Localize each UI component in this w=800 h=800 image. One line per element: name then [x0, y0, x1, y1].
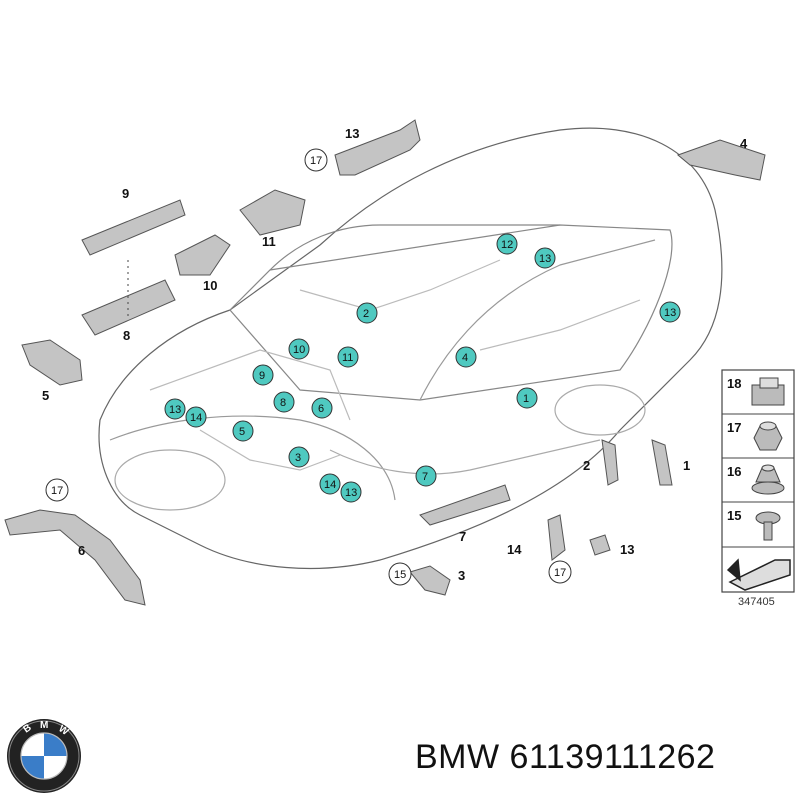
callout-14a: 14: [185, 406, 207, 428]
label-13-top: 13: [345, 126, 359, 141]
svg-text:6: 6: [318, 403, 324, 415]
outside-callouts: 13 17 4 9 11 10 8 5 17 6 2 1 7 14 17 13 …: [42, 126, 748, 586]
svg-text:14: 14: [324, 479, 336, 491]
legend-item-18: 18: [727, 376, 785, 406]
callout-13b: 13: [659, 301, 681, 323]
callout-2: 2: [356, 302, 378, 324]
part-7: [419, 484, 511, 526]
svg-text:14: 14: [190, 412, 202, 424]
label-17-bottom: 17: [554, 567, 566, 579]
svg-text:13: 13: [169, 404, 181, 416]
svg-text:3: 3: [295, 452, 301, 464]
label-14-bottom: 14: [507, 542, 522, 557]
label-7: 7: [459, 529, 466, 544]
svg-text:16: 16: [727, 464, 741, 479]
callout-1: 1: [516, 387, 538, 409]
label-10: 10: [203, 278, 217, 293]
label-5: 5: [42, 388, 49, 403]
callout-13d: 13: [340, 481, 362, 503]
callout-12: 12: [496, 233, 518, 255]
label-15-bottom: 15: [394, 569, 406, 581]
svg-text:7: 7: [422, 471, 428, 483]
bmw-logo: B M W: [7, 719, 81, 793]
part-3: [409, 565, 451, 596]
callout-9: 9: [252, 364, 274, 386]
part-10: [174, 234, 231, 276]
callout-5: 5: [232, 420, 254, 442]
label-6: 6: [78, 543, 85, 558]
label-17-top: 17: [310, 155, 322, 167]
car-callouts: 12 13 13 2 10 11 4 9 8 6 13 14 5 1 3 7 1…: [164, 233, 681, 503]
part-5: [21, 339, 83, 386]
hex-nut-icon: [753, 421, 783, 451]
label-2-right: 2: [583, 458, 590, 473]
part-8: [81, 279, 176, 336]
callout-6: 6: [311, 397, 333, 419]
clip-nut-icon: [751, 377, 785, 406]
circle-17-left: [45, 478, 69, 502]
part-caption: BMW 61139111262: [415, 738, 716, 776]
callout-3: 3: [288, 446, 310, 468]
label-13-bottom: 13: [620, 542, 634, 557]
label-1-right: 1: [683, 458, 690, 473]
svg-text:15: 15: [727, 508, 741, 523]
svg-text:13: 13: [539, 253, 551, 265]
svg-text:18: 18: [727, 376, 741, 391]
svg-text:12: 12: [501, 239, 513, 251]
svg-text:4: 4: [462, 352, 468, 364]
part-13-bottom: [589, 534, 611, 556]
svg-text:17: 17: [727, 420, 741, 435]
loose-parts: [4, 119, 766, 606]
callout-13a: 13: [534, 247, 556, 269]
part-14: [547, 514, 566, 561]
callout-7: 7: [415, 465, 437, 487]
callout-11: 11: [337, 346, 359, 368]
svg-text:1: 1: [523, 393, 529, 405]
circle-17-top: [304, 148, 328, 172]
label-11: 11: [262, 234, 276, 249]
callout-13c: 13: [164, 398, 186, 420]
svg-text:13: 13: [664, 307, 676, 319]
label-8: 8: [123, 328, 130, 343]
svg-text:9: 9: [259, 370, 265, 382]
arrow-icon: [726, 558, 791, 591]
part-2: [601, 439, 619, 486]
legend-item-17: 17: [727, 420, 783, 451]
circle-17-bottom: [548, 560, 572, 584]
svg-text:11: 11: [342, 352, 353, 364]
callout-10: 10: [288, 338, 310, 360]
callout-8: 8: [273, 391, 295, 413]
part-4-top: [677, 139, 766, 181]
svg-text:13: 13: [345, 487, 357, 499]
label-4-right: 4: [740, 136, 748, 151]
screw-icon: [755, 511, 781, 541]
label-3-bottom: 3: [458, 568, 465, 583]
legend-item-15: 15: [727, 508, 781, 541]
part-13-top: [334, 119, 421, 176]
hex-nut-flanged-icon: [751, 464, 785, 495]
callout-14b: 14: [319, 473, 341, 495]
label-17-left: 17: [51, 485, 63, 497]
svg-text:5: 5: [239, 426, 245, 438]
circle-15-bottom: [388, 562, 412, 586]
legend: 18 17 16 15 347405: [721, 369, 795, 608]
label-9: 9: [122, 186, 129, 201]
part-9: [81, 199, 186, 256]
car-outline: [98, 127, 723, 570]
legend-item-16: 16: [727, 464, 785, 495]
reference-number: 347405: [738, 596, 775, 608]
svg-text:2: 2: [363, 308, 369, 320]
svg-text:8: 8: [280, 397, 286, 409]
part-11: [239, 189, 306, 236]
svg-text:10: 10: [293, 344, 305, 356]
svg-text:M: M: [40, 720, 48, 731]
part-6: [4, 509, 146, 606]
part-1: [651, 439, 673, 486]
callout-4: 4: [455, 346, 477, 368]
